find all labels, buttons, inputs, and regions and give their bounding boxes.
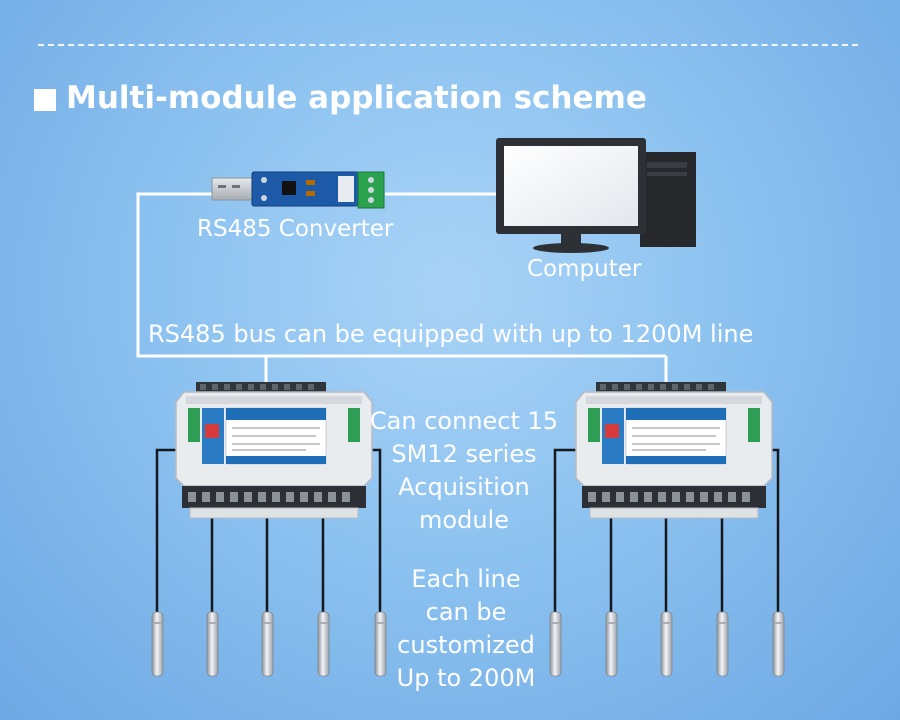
probe-icon: [605, 611, 618, 677]
probe-icon: [716, 611, 729, 677]
line-length-note: Each line can be customized Up to 200M: [366, 563, 566, 695]
bus-wires: [136, 192, 668, 384]
divider-dashed: [38, 44, 858, 46]
line-note-line: Up to 200M: [396, 664, 536, 692]
probe-icon: [206, 611, 219, 677]
line-note-line: customized: [397, 631, 535, 659]
probe-icon: [317, 611, 330, 677]
acquisition-module-left: [175, 381, 373, 519]
title-bullet-square: [34, 89, 56, 111]
connect-note: Can connect 15 SM12 series Acquisition m…: [364, 405, 564, 537]
line-note-line: can be: [425, 598, 507, 626]
acquisition-module-right: [575, 381, 773, 519]
connect-note-line: Can connect 15: [369, 407, 559, 435]
connect-note-line: Acquisition: [398, 473, 530, 501]
page-title: Multi-module application scheme: [66, 80, 647, 116]
probe-icon: [261, 611, 274, 677]
line-note-line: Each line: [411, 565, 521, 593]
connect-note-line: module: [419, 506, 509, 534]
connect-note-line: SM12 series: [391, 440, 537, 468]
bus-note: RS485 bus can be equipped with up to 120…: [148, 320, 754, 348]
rs485-converter-icon: [211, 171, 385, 209]
probe-icon: [660, 611, 673, 677]
converter-label: RS485 Converter: [197, 216, 394, 242]
computer-label: Computer: [527, 256, 642, 282]
computer-icon: [496, 138, 696, 253]
probe-icon: [772, 611, 785, 677]
probe-icon: [151, 611, 164, 677]
